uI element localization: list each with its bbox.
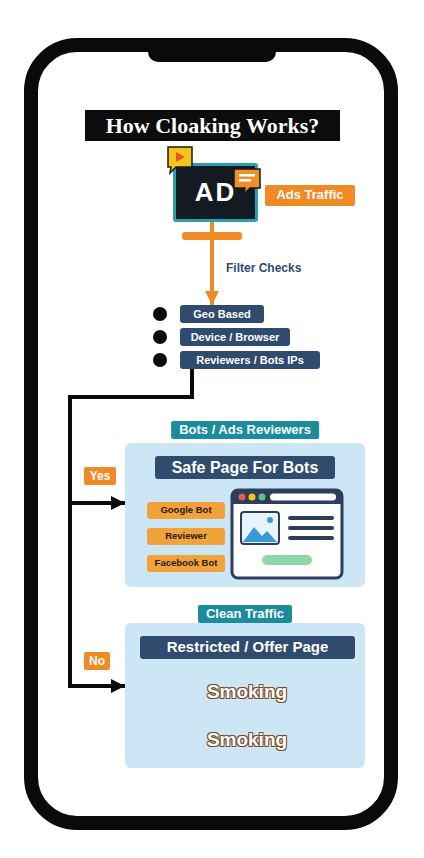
bullet-dot: [153, 353, 167, 367]
node-text: Ads Traffic: [276, 188, 343, 202]
safe-page-panel: Bots / Ads ReviewersSafe Page For BotsGo…: [125, 443, 365, 587]
filter-pill: Device / Browser: [180, 328, 290, 346]
node-text: Reviewer: [165, 531, 207, 541]
filter-pill: Reviewers / Bots IPs: [180, 351, 320, 369]
ad-stand: [182, 232, 242, 240]
bullet-dot: [153, 330, 167, 344]
edge-label: Filter Checks: [226, 261, 301, 275]
node-text: Device / Browser: [191, 331, 280, 343]
filter-pill: Geo Based: [180, 305, 264, 323]
edge-label: No: [84, 652, 110, 670]
node-text: Facebook Bot: [155, 558, 218, 568]
banner-text: Smoking: [207, 729, 287, 751]
play-bubble: [176, 152, 185, 162]
node-text: Reviewers / Bots IPs: [196, 354, 304, 366]
ad-stand: [182, 232, 242, 240]
node-text: Google Bot: [160, 505, 211, 515]
bot-pill: Facebook Bot: [147, 555, 225, 572]
diagram-title: How Cloaking Works?: [85, 110, 340, 141]
page-heading-box: Safe Page For Bots: [155, 456, 335, 479]
phone-frame: [31, 40, 391, 823]
banner-text: Smoking: [207, 681, 287, 703]
panel-heading: Clean Traffic: [198, 605, 292, 623]
panel-heading: Bots / Ads Reviewers: [171, 421, 319, 439]
page-heading-box: Restricted / Offer Page: [140, 636, 355, 659]
node-text: Restricted / Offer Page: [167, 639, 329, 656]
bullet-dot: [153, 307, 167, 321]
bot-pill: Reviewer: [147, 528, 225, 545]
connector-arrow: [210, 222, 214, 305]
edge-label: Yes: [84, 467, 116, 485]
bot-pill: Google Bot: [147, 502, 225, 519]
bullet-dot: [153, 307, 167, 367]
phone-frame: [148, 40, 276, 62]
node-text: Geo Based: [193, 308, 250, 320]
phone-frame: [31, 45, 391, 823]
ad-screen-icon: AD: [173, 163, 258, 222]
traffic-tag: Ads Traffic: [265, 185, 355, 206]
node-text: AD: [195, 178, 237, 207]
node-text: Safe Page For Bots: [172, 459, 319, 477]
